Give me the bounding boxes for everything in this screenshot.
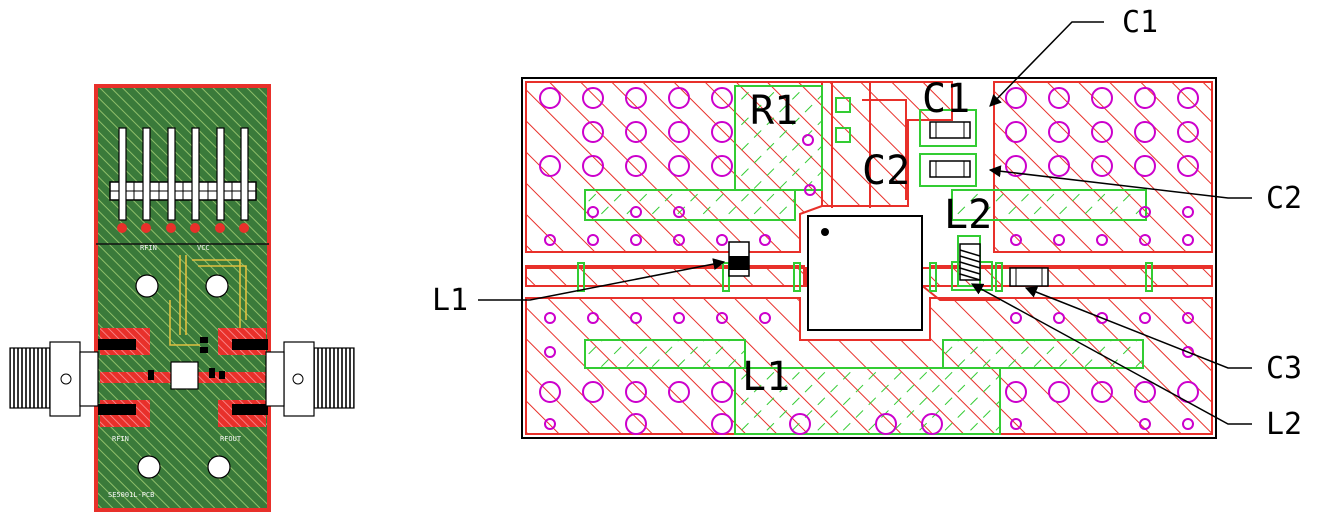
pin-header [109,127,257,233]
board-label-part: SE5001L-PCB [108,491,154,499]
board-label-rfin: RFIN [112,435,129,443]
callout-c1: C1 [1122,5,1158,40]
label-r1: R1 [750,88,798,134]
pad-outlines [577,97,1153,292]
callout-leaders [478,21,1252,425]
callout-l1: L1 [432,283,468,318]
pin1-marker [821,228,829,236]
callout-c2: C2 [1266,181,1302,216]
label-c1-inner: C1 [922,76,970,122]
component-c2 [929,160,971,178]
evaluation-board: RFIN VCC RFIN RFOUT SE5001L-PCB [9,84,355,512]
rf-trace [526,82,1213,301]
component-c3 [1009,267,1049,287]
sma-connector-left [9,341,99,417]
silkscreen-outlines [584,85,1147,435]
board-label-rfout: RFOUT [220,435,242,443]
callout-l2: L2 [1266,407,1302,442]
mounting-holes [135,274,231,479]
board-traces [169,255,247,346]
sma-connector-right [265,341,355,417]
callout-c3: C3 [1266,351,1302,386]
label-l2-inner: L2 [944,192,992,238]
component-c1 [929,121,971,139]
label-c2-inner: C2 [862,148,910,194]
component-l2 [959,243,981,281]
board-chip [170,361,199,390]
via-array [539,87,1199,435]
layout-detail: R1 C1 C2 L2 L1 C1 C2 L1 C3 L2 [432,5,1302,442]
board-label-rfin-top: RFIN [140,244,157,252]
label-l1-inner: L1 [742,354,790,400]
component-l1 [728,241,750,277]
board-label-vcc: VCC [197,244,210,252]
